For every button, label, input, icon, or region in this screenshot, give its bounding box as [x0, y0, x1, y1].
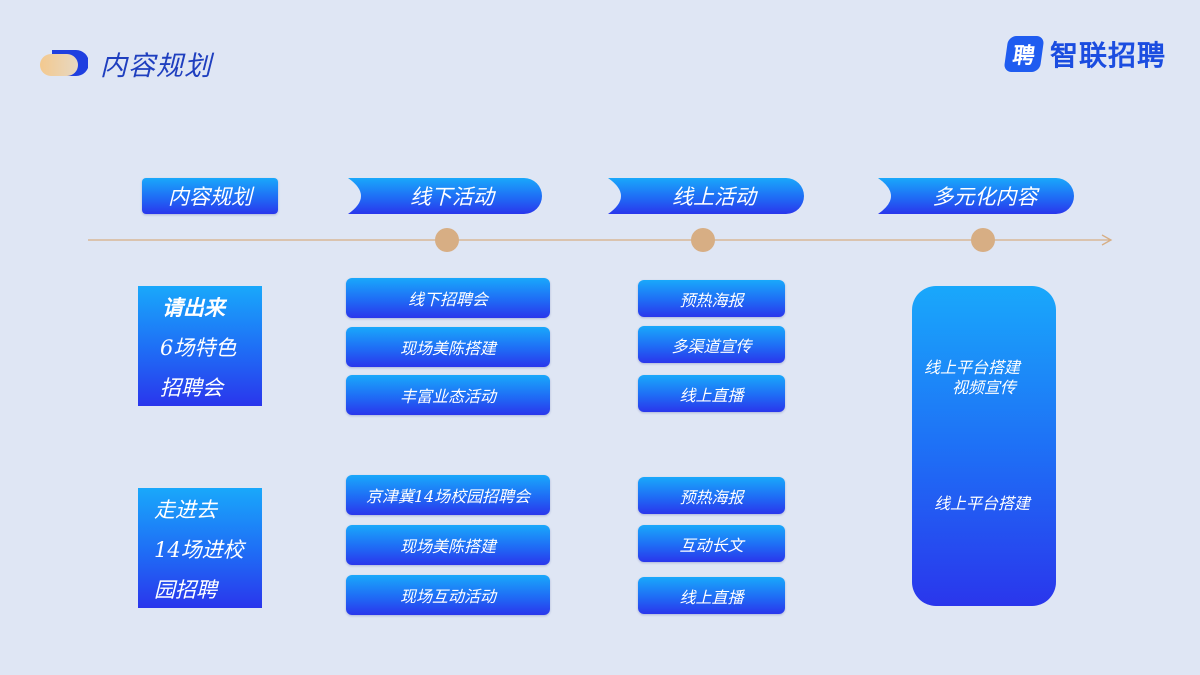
group2-offline-item: 京津冀14场校园招聘会 — [346, 475, 550, 515]
page-title: 内容规划 — [100, 51, 212, 82]
header-content-plan: 内容规划 — [142, 178, 278, 214]
group2-label-line: 14场进校 — [154, 538, 244, 562]
timeline-dot — [691, 228, 715, 252]
group1-offline-item: 丰富业态活动 — [346, 375, 550, 415]
group2-online-item: 线上直播 — [638, 577, 785, 614]
diverse-content-line: 视频宣传 — [952, 378, 1017, 397]
header-content-plan-label: 内容规划 — [168, 185, 252, 209]
group2-online-item: 预热海报 — [638, 477, 785, 514]
timeline-dot — [435, 228, 459, 252]
group2-offline-item: 现场互动活动 — [346, 575, 550, 615]
group1-offline-item: 线下招聘会 — [346, 278, 550, 318]
header-online: 线上活动 — [672, 185, 756, 209]
group1-label-line: 招聘会 — [160, 376, 223, 400]
group2-label-line: 走进去 — [154, 498, 217, 522]
header-diverse-shape — [878, 178, 1074, 214]
brand-icon: 聘 — [1003, 36, 1045, 72]
header-offline: 线下活动 — [410, 185, 494, 209]
group2-offline-item: 现场美陈搭建 — [346, 525, 550, 565]
header-diverse: 多元化内容 — [932, 185, 1038, 209]
brand-name: 智联招聘 — [1050, 39, 1167, 72]
diverse-content-line: 线上平台搭建 — [924, 358, 1021, 377]
group1-online-item: 线上直播 — [638, 375, 785, 412]
timeline-line — [88, 234, 1113, 246]
group1-label: 请出来 6场特色 招聘会 — [138, 286, 262, 406]
timeline-dot — [971, 228, 995, 252]
group1-offline-item: 现场美陈搭建 — [346, 327, 550, 367]
group2-online-item: 互动长文 — [638, 525, 785, 562]
diverse-content-line: 线上平台搭建 — [934, 494, 1031, 513]
group1-online-item: 预热海报 — [638, 280, 785, 317]
brand-logo: 聘 智联招聘 — [1003, 34, 1167, 74]
group1-label-line: 6场特色 — [160, 336, 237, 360]
header-offline-shape — [348, 178, 542, 214]
title-logo-icon — [40, 50, 88, 76]
group1-label-line: 请出来 — [162, 295, 225, 320]
group1-online-item: 多渠道宣传 — [638, 326, 785, 363]
group2-label-line: 园招聘 — [154, 578, 217, 602]
header-online-shape — [608, 178, 804, 214]
group2-label: 走进去 14场进校 园招聘 — [138, 488, 262, 608]
diverse-content-box: 线上平台搭建 视频宣传 线上平台搭建 — [912, 286, 1056, 606]
